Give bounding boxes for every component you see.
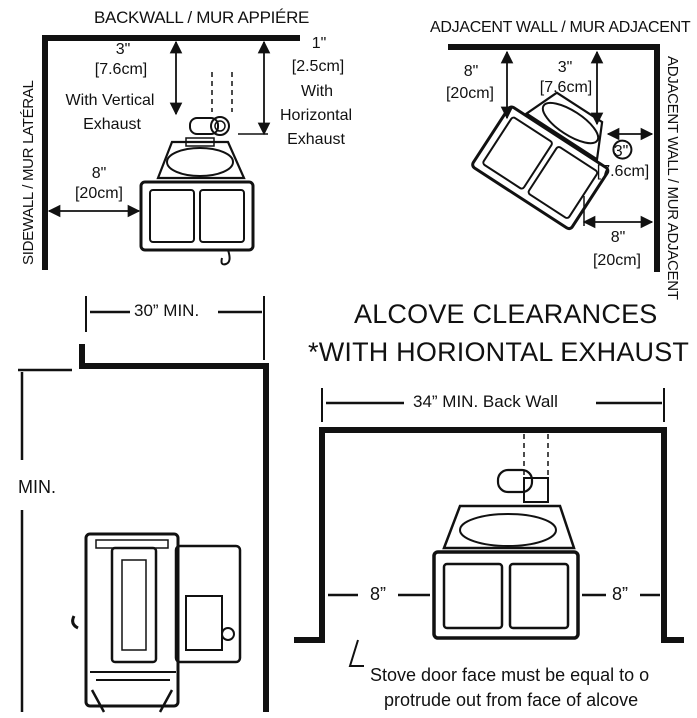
left-gap-label: 8” <box>370 584 387 604</box>
tr-left-metric: [20cm] <box>445 85 494 102</box>
stove-body-rotated <box>471 105 610 231</box>
vertical-dim: 3" <box>115 41 131 58</box>
right-gap-label: 8” <box>612 584 629 604</box>
alcove-outline-left <box>79 344 269 712</box>
top-left-diagram <box>42 35 300 270</box>
alcove-title-line2: *WITH HORIONTAL EXHAUST <box>308 337 690 367</box>
sidewall-label: SIDEWALL / MUR LATÉRAL <box>20 80 37 265</box>
stove-hopper <box>156 140 246 180</box>
min30-label: 30” MIN. <box>134 301 200 320</box>
bottom-right-diagram <box>294 388 684 667</box>
adjacent-wall-vertical-label: ADJACENT WALL / MUR ADJACENT <box>664 56 681 300</box>
top-right-diagram <box>448 44 660 272</box>
alcove-stove-hopper <box>442 504 576 550</box>
stove-face-note-1: Stove door face must be equal to o <box>370 665 650 685</box>
tr-bottom-dim: 8" <box>610 229 626 246</box>
alcove-stove-body <box>432 550 580 640</box>
horizontal-metric: [2.5cm] <box>291 58 345 75</box>
horizontal-dim: 1" <box>311 35 327 52</box>
backwall34-label: 34” MIN. Back Wall <box>413 392 558 411</box>
alcove-outline-right <box>294 427 684 643</box>
horizontal-note-3: Exhaust <box>287 131 345 148</box>
horizontal-note-2: Horizontal <box>279 107 353 124</box>
front-stove-body <box>84 532 180 708</box>
alcove-title-line1: ALCOVE CLEARANCES <box>354 299 658 329</box>
tr-left-dim: 8" <box>463 63 479 80</box>
tr-top-dim: 3" <box>557 59 573 76</box>
tr-top-metric: [7.6cm] <box>539 79 593 96</box>
side-dim: 8" <box>91 165 107 182</box>
vertical-note-1: With Vertical <box>65 92 155 109</box>
stove-face-note-2: protrude out from face of alcove <box>384 690 639 710</box>
stove-body <box>139 180 255 252</box>
side-hopper <box>174 544 242 664</box>
side-metric: [20cm] <box>74 185 123 202</box>
tr-right-dim: 3" <box>613 143 629 160</box>
vertical-metric: [7.6cm] <box>94 61 148 78</box>
bottom-left-diagram <box>18 296 269 713</box>
tr-bottom-metric: [20cm] <box>592 252 641 269</box>
adjacent-wall-label: ADJACENT WALL / MUR ADJACENT <box>430 19 691 36</box>
exhaust-pipe <box>189 117 219 135</box>
tr-right-metric: [7.6cm] <box>596 163 650 180</box>
backwall-label: BACKWALL / MUR APPIÉRE <box>94 8 310 27</box>
horizontal-note-1: With <box>301 83 333 100</box>
min-height-label: MIN. <box>18 477 56 497</box>
vertical-note-2: Exhaust <box>83 116 141 133</box>
